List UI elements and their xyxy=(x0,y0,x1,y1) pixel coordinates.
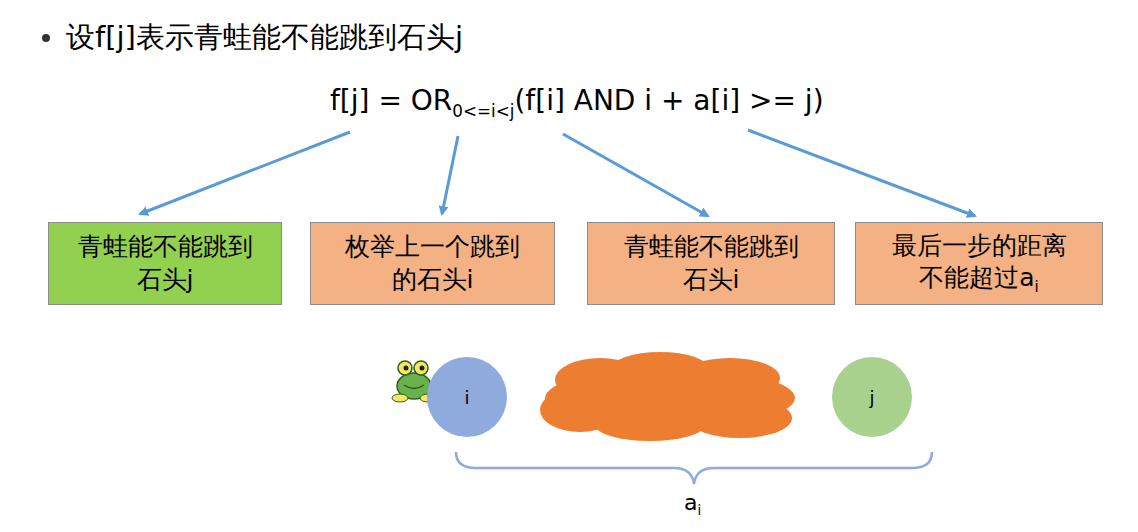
leader-line xyxy=(140,132,350,214)
bullet xyxy=(42,34,50,42)
formula-part: (f[i] AND i + a[i] >= j) xyxy=(514,84,823,117)
node-label: i xyxy=(464,387,469,408)
stone-circle: j xyxy=(832,357,912,437)
subscript: i xyxy=(697,503,701,518)
subscript: i xyxy=(1035,278,1039,296)
green-box: 青蛙能不能跳到 石头j xyxy=(48,222,282,305)
dimension-label: ai xyxy=(684,490,701,518)
node-label: 青蛙能不能跳到 石头i xyxy=(624,232,799,294)
node-text: i xyxy=(464,387,469,408)
formula-part: f[j] = OR xyxy=(330,84,452,117)
cloud xyxy=(540,352,795,441)
orange-box: 枚举上一个跳到 的石头i xyxy=(310,222,555,305)
brace xyxy=(456,452,932,484)
node-text: 青蛙能不能跳到 石头j xyxy=(59,231,271,296)
node-text: j xyxy=(869,387,874,408)
leader-line xyxy=(563,134,708,216)
node-label: j xyxy=(869,387,874,408)
stone-circle: i xyxy=(427,357,507,437)
orange-box: 青蛙能不能跳到 石头i xyxy=(587,222,835,305)
leader-line xyxy=(442,136,458,214)
node-text: 枚举上一个跳到 的石头i xyxy=(321,231,544,296)
orange-box: 最后一步的距离 不能超过ai xyxy=(855,222,1103,305)
node-label: 枚举上一个跳到 的石头i xyxy=(345,232,520,294)
node-label: 最后一步的距离 不能超过a xyxy=(892,231,1067,293)
leader-line xyxy=(748,130,975,216)
formula: f[j] = OR0<=i<j(f[i] AND i + a[i] >= j) xyxy=(330,84,824,121)
node-text: 青蛙能不能跳到 石头i xyxy=(598,231,824,296)
leader-lines xyxy=(140,130,975,216)
node-text: 最后一步的距离 不能超过ai xyxy=(866,230,1092,298)
formula-subscript: 0<=i<j xyxy=(452,101,514,121)
node-label: 青蛙能不能跳到 石头j xyxy=(78,232,253,294)
title: 设f[j]表示青蛙能不能跳到石头j xyxy=(66,18,463,58)
dimension-letter: a xyxy=(684,490,697,515)
